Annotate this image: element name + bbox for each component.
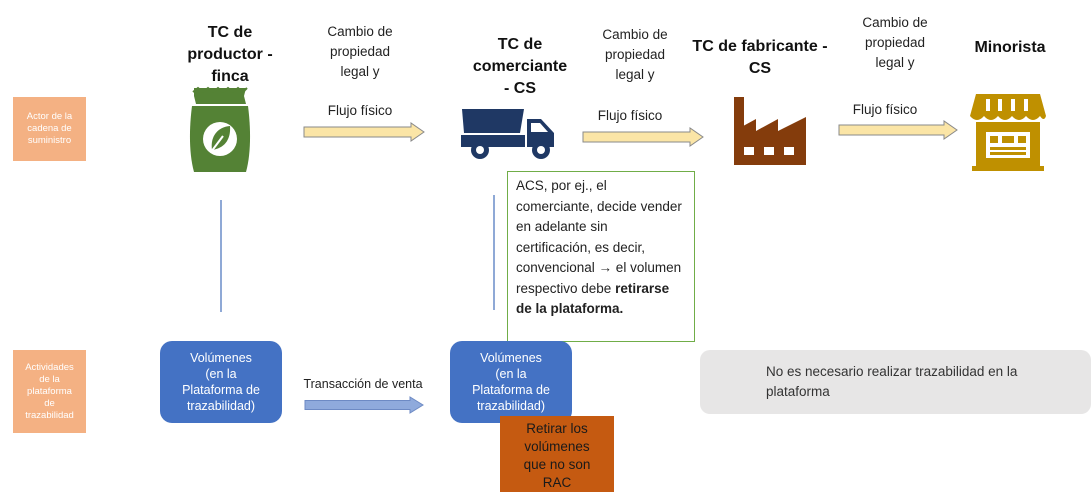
flow-arrow-3 [838, 120, 958, 140]
fertilizer-bag-leaf-icon [189, 86, 251, 172]
sale-transaction-arrow [304, 396, 424, 414]
flow-arrow-2 [582, 127, 704, 147]
sale-transaction-label: Transacción de venta [303, 377, 423, 391]
market-stall-icon [970, 94, 1046, 171]
note-text: ACS, por ej., el comerciante, decide ven… [516, 178, 682, 296]
stage-title-trader: TC de comerciante - CS [472, 36, 568, 97]
connector-line-trader [493, 195, 495, 310]
connector-line-producer [220, 200, 222, 312]
flow-label-physical-3: Flujo físico [852, 102, 918, 117]
flow-label-ownership-2: Cambio de propiedad legal y [602, 27, 668, 82]
volume-box-trader: Volúmenes (en la Plataforma de trazabili… [450, 341, 572, 423]
retire-volumes-box: Retirar los volúmenes que no son RAC [500, 416, 614, 492]
note-bold-text: retirarse de la plataforma. [516, 280, 670, 317]
dump-truck-icon [461, 109, 554, 159]
volume-box-producer: Volúmenes (en la Plataforma de trazabili… [160, 341, 282, 423]
flow-label-physical-1: Flujo físico [327, 103, 393, 118]
row-label-platform-activities: Actividades de la plataforma de trazabil… [13, 350, 86, 433]
flow-label-ownership-1: Cambio de propiedad legal y [327, 24, 393, 79]
flow-label-ownership-3: Cambio de propiedad legal y [862, 15, 928, 70]
no-traceability-box: No es necesario realizar trazabilidad en… [700, 350, 1091, 414]
flow-label-physical-2: Flujo físico [597, 108, 663, 123]
note-box: ACS, por ej., el comerciante, decide ven… [507, 171, 695, 342]
stage-title-producer: TC de productor - finca [187, 24, 273, 85]
stage-title-retailer: Minorista [974, 39, 1046, 56]
flow-arrow-1 [303, 122, 425, 142]
stage-title-manufacturer: TC de fabricante - CS [692, 38, 828, 77]
row-label-supply-actor: Actor de la cadena de suministro [13, 97, 86, 161]
factory-icon [734, 97, 806, 165]
